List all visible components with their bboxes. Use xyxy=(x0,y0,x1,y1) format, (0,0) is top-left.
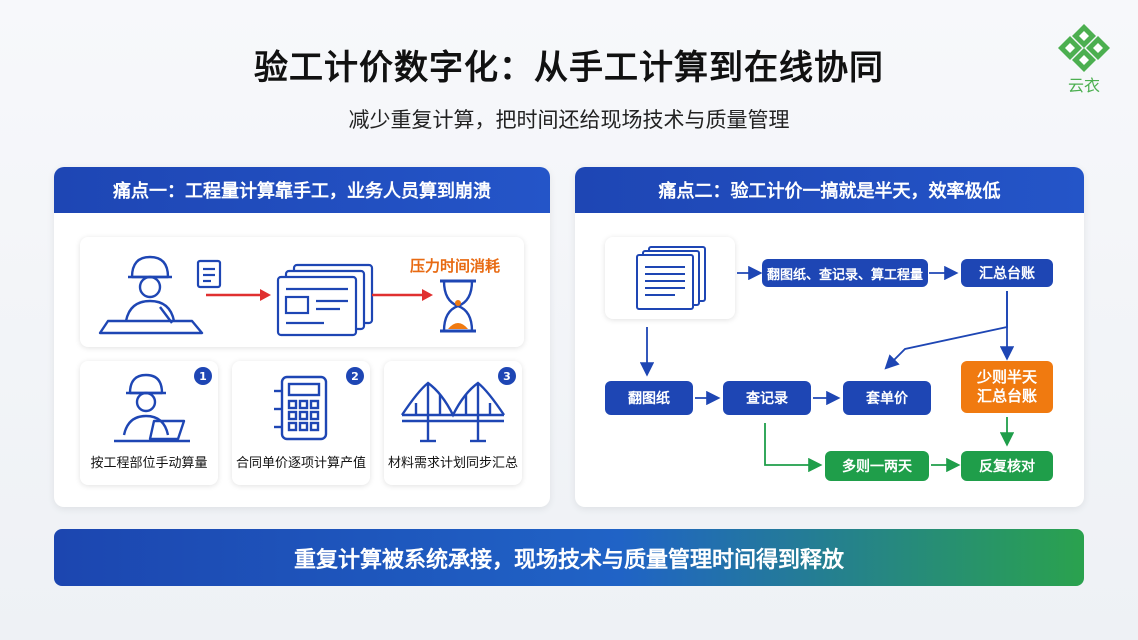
page-title: 验工计价数字化：从手工计算到在线协同 xyxy=(254,48,884,88)
node-summary-ledger: 汇总台账 xyxy=(961,259,1053,287)
logo-mark-icon xyxy=(1058,24,1110,72)
calculator-icon xyxy=(274,375,328,441)
document-icon xyxy=(196,259,222,289)
documents-stack-icon xyxy=(636,246,706,310)
card-label: 合同单价逐项计算产值 xyxy=(235,456,366,471)
pain-point-one-title: 痛点一：工程量计算靠手工，业务人员算到崩溃 xyxy=(54,167,550,213)
step-badge: 1 xyxy=(194,367,212,385)
half-day-line2: 汇总台账 xyxy=(976,387,1037,405)
card-label: 材料需求计划同步汇总 xyxy=(387,456,518,471)
arrow-right-icon xyxy=(206,289,271,301)
pain-point-two-title: 痛点二：验工计价一搞就是半天，效率极低 xyxy=(575,167,1084,213)
worker-laptop-icon xyxy=(114,373,190,443)
card-material-plan: 3 材料需求计划同步汇总 xyxy=(384,361,522,485)
step-badge: 2 xyxy=(346,367,364,385)
bridge-icon xyxy=(401,381,505,443)
hourglass-icon xyxy=(440,279,476,333)
logo-text: 云衣 xyxy=(1067,76,1100,95)
node-half-day: 少则半天 汇总台账 xyxy=(961,361,1053,413)
bottom-banner: 重复计算被系统承接，现场技术与质量管理时间得到释放 xyxy=(54,529,1084,586)
node-flip-check-calc: 翻图纸、查记录、算工程量 xyxy=(762,259,928,287)
card-contract-price: 2 合同单价逐项计算产值 xyxy=(232,361,370,485)
card-label: 按工程部位手动算量 xyxy=(90,456,208,471)
documents-card xyxy=(605,237,735,319)
half-day-line1: 少则半天 xyxy=(976,368,1037,386)
pain-point-two-panel: 痛点二：验工计价一搞就是半天，效率极低 xyxy=(575,167,1084,507)
pressure-time-label: 压力时间消耗 xyxy=(410,257,501,275)
node-flip-drawings: 翻图纸 xyxy=(605,381,693,415)
step-badge: 3 xyxy=(498,367,516,385)
node-unit-price: 套单价 xyxy=(843,381,931,415)
card-manual-quantity: 1 按工程部位手动算量 xyxy=(80,361,218,485)
arrow-right-icon xyxy=(372,289,433,301)
page-subtitle: 减少重复计算，把时间还给现场技术与质量管理 xyxy=(348,108,790,132)
forms-stack-icon xyxy=(276,263,374,337)
manual-calc-flow-card: 压力时间消耗 xyxy=(80,237,524,347)
engineer-worker-icon xyxy=(98,255,204,335)
logo: 云衣 xyxy=(1052,22,1116,95)
node-one-two-days: 多则一两天 xyxy=(825,451,929,481)
pain-point-one-panel: 痛点一：工程量计算靠手工，业务人员算到崩溃 压力时间消耗 xyxy=(54,167,550,507)
node-check-records: 查记录 xyxy=(723,381,811,415)
flow-connectors xyxy=(639,265,1015,473)
node-recheck: 反复核对 xyxy=(961,451,1053,481)
